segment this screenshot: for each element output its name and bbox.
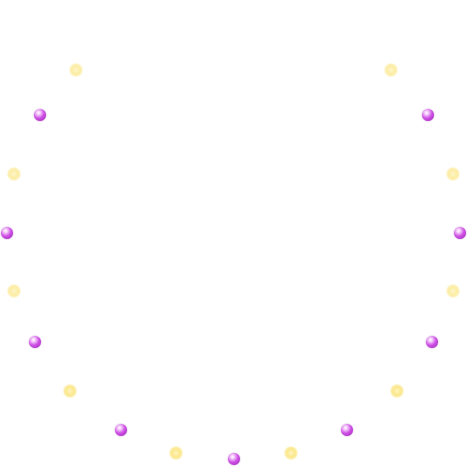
- purple-bead: [341, 424, 353, 436]
- purple-bead: [454, 227, 466, 239]
- purple-bead: [34, 109, 46, 121]
- purple-bead: [422, 109, 434, 121]
- gold-bead: [284, 446, 298, 460]
- gold-bead: [7, 167, 21, 181]
- gold-bead: [7, 284, 21, 298]
- gold-bead: [390, 384, 404, 398]
- gold-bead: [446, 167, 460, 181]
- gold-bead: [446, 284, 460, 298]
- purple-bead: [115, 424, 127, 436]
- gold-bead: [384, 63, 398, 77]
- gold-bead: [69, 63, 83, 77]
- gold-bead: [169, 446, 183, 460]
- purple-bead: [29, 336, 41, 348]
- purple-bead: [426, 336, 438, 348]
- gold-bead: [63, 384, 77, 398]
- purple-bead: [228, 453, 240, 465]
- purple-bead: [1, 227, 13, 239]
